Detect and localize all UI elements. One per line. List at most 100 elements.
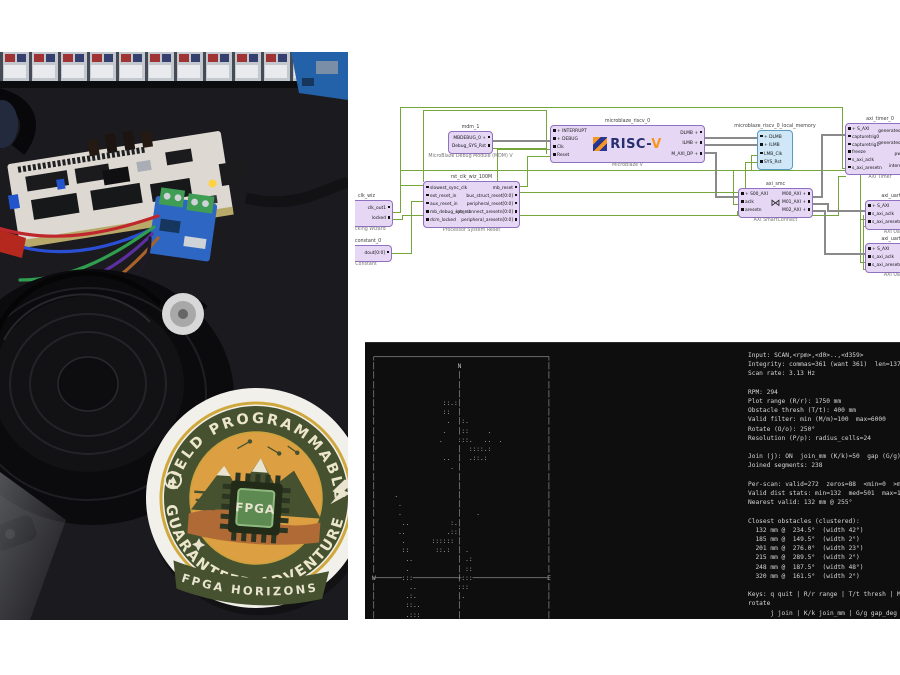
port-label: locked (372, 216, 390, 221)
wire (821, 134, 846, 136)
wire (737, 211, 738, 216)
wire (745, 162, 746, 193)
wire (863, 269, 866, 270)
riscv-logo-icon (593, 137, 608, 151)
blue-pcb (291, 52, 348, 100)
port-label: MBDEBUG_0 + (453, 136, 490, 141)
port-label: dcm_locked (426, 218, 456, 223)
port-label: peripheral_reset[0:0] (467, 202, 517, 207)
wire (821, 134, 823, 198)
wire (400, 107, 843, 108)
usb-plug (218, 159, 252, 187)
wire (527, 156, 528, 187)
fpga-chip-graphic: FPGA (219, 472, 291, 544)
port-label: interrupt (889, 164, 900, 169)
red-tool (0, 230, 26, 258)
wire (733, 170, 734, 205)
wire (827, 203, 829, 212)
light-reflection (0, 472, 66, 620)
block-diagram-canvas: clk_wizClocking Wizardclk_out1lockedxlco… (355, 0, 900, 340)
wire (411, 201, 412, 254)
block-title: microblaze_riscv_0_local_memory (734, 124, 816, 130)
wire (733, 204, 739, 205)
wire (705, 144, 758, 146)
block-microblaze_riscv_0_local_memory[interactable]: microblaze_riscv_0_local_memory+ DLMB+ I… (734, 124, 816, 170)
block-caption: Processor System Reset (442, 228, 501, 233)
block-caption: AXI Uartlite (883, 273, 900, 278)
block-title: clk_wiz (358, 194, 375, 200)
photo-illustration: FPGA FIELD PROGRAMMABLE GUARANTEED ADVEN… (0, 52, 348, 620)
wire (393, 212, 401, 213)
power-led (208, 179, 217, 188)
wire (813, 210, 826, 212)
port-label: LMB_Clk (760, 152, 782, 157)
usb-cable (244, 176, 348, 208)
wire (715, 152, 717, 198)
wire (745, 162, 758, 163)
block-caption: AXI Timer (868, 175, 892, 180)
wire (842, 107, 843, 168)
port-label: capturetrig1 (848, 143, 879, 148)
port-label: ext_reset_in (426, 194, 456, 199)
wire (493, 148, 547, 149)
wire (392, 253, 412, 254)
port-label: + S_AXI (868, 204, 889, 209)
port-label: s_axi_aresetn (848, 166, 882, 171)
wire (842, 168, 846, 169)
wire (520, 215, 839, 216)
wire (411, 201, 424, 202)
wire (715, 196, 739, 198)
wire (402, 215, 403, 220)
port-label: mb_reset (493, 185, 517, 191)
block-title: rst_clk_wiz_100M (450, 175, 493, 181)
port-label: aux_reset_in (426, 202, 458, 207)
wire (423, 110, 547, 111)
wire (838, 176, 839, 216)
terminal-text: Input: SCAN,<rpm>,<d0>..,<d359> Integrit… (748, 352, 900, 617)
port-label: mb_debug_sys_rst (426, 210, 470, 215)
wire (520, 186, 528, 187)
block-axi_uartlite_1[interactable]: axi_uartlite_1AXI Uartlite+ S_AXIs_axi_a… (865, 194, 900, 235)
riscv-logo-text: RISC-V (610, 136, 662, 152)
block-title: axi_timer_0 (866, 117, 894, 123)
wire (838, 176, 846, 177)
wire (863, 226, 866, 227)
block-caption: MicroBlaze V (612, 163, 643, 168)
wire (813, 203, 829, 205)
riscv-logo: RISC-V (551, 126, 704, 162)
wire (824, 253, 866, 255)
port-label: clk_out1 (368, 206, 390, 211)
wire (813, 196, 823, 198)
port-label: s_axi_aclk (868, 212, 894, 217)
port-label: generateout1 (878, 141, 900, 146)
wire (400, 185, 423, 186)
port-label: bus_struct_reset[0:0] (466, 194, 517, 199)
block-title: xlconstant_0 (355, 239, 382, 245)
port-label: s_axi_aclk (848, 158, 874, 163)
port-label: + ILMB (760, 143, 780, 148)
medal-icon (164, 471, 183, 490)
port-label: interconnect_aresetn[0:0] (456, 210, 517, 215)
wire (520, 192, 746, 193)
drive-belt (0, 271, 162, 332)
port-label: generateout0 (878, 129, 900, 134)
block-caption: MicroBlaze Debug Module (MDM) V (428, 154, 513, 159)
block-diagram-region: clk_wizClocking Wizardclk_out1lockedxlco… (355, 0, 900, 340)
wire (751, 155, 752, 171)
wire (705, 152, 717, 154)
wire (751, 155, 758, 156)
chip-label: FPGA (235, 500, 276, 517)
dark-object (0, 100, 18, 148)
